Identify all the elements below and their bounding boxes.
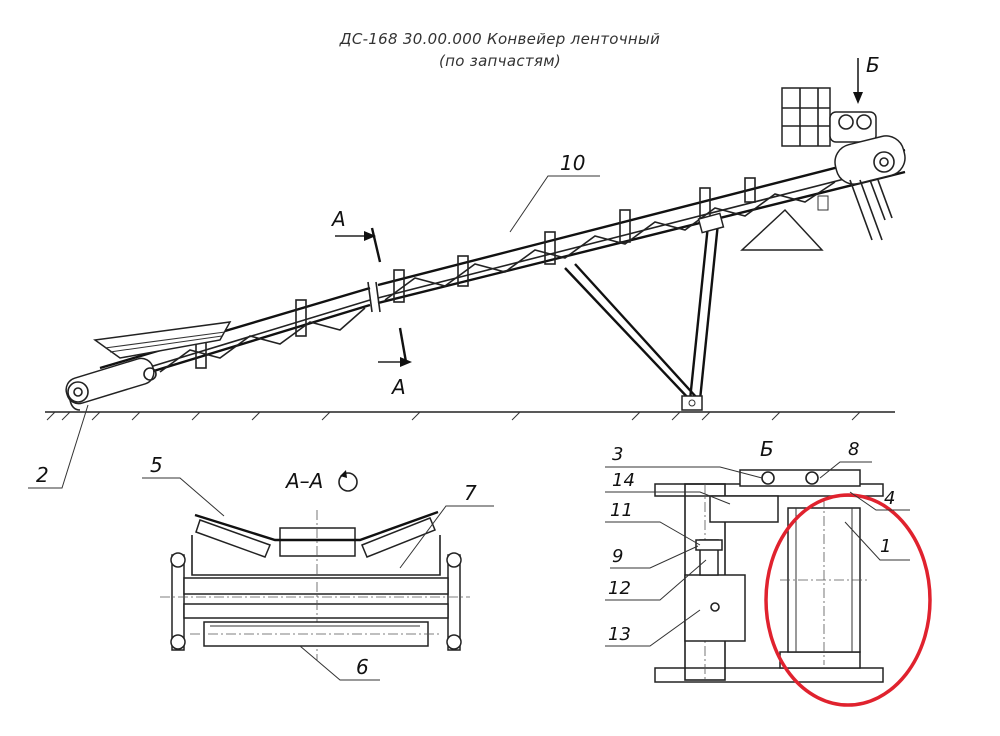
idler-left bbox=[195, 519, 271, 558]
idler-center bbox=[279, 527, 356, 557]
lower-beam bbox=[183, 603, 449, 619]
leader-10 bbox=[509, 175, 600, 233]
leader-5 bbox=[142, 477, 225, 517]
idler-right bbox=[361, 517, 436, 558]
gearbox bbox=[829, 111, 877, 143]
motor-13 bbox=[684, 574, 746, 642]
leader-3 bbox=[605, 466, 763, 479]
leader-7 bbox=[399, 505, 494, 569]
drive-frame bbox=[781, 87, 831, 147]
leader-4 bbox=[849, 491, 910, 511]
leader-1 bbox=[844, 521, 910, 561]
drawing-title: ДС-168 30.00.000 Конвейер ленточный bbox=[339, 30, 661, 48]
bottom-bearing-block bbox=[779, 651, 861, 669]
leader-12 bbox=[605, 559, 707, 601]
callout-14: 14 bbox=[612, 470, 635, 491]
callout-11: 11 bbox=[610, 500, 633, 521]
view-arrow-b bbox=[853, 58, 863, 104]
drawing-subtitle: (по запчастям) bbox=[438, 52, 561, 70]
tail-section bbox=[65, 357, 157, 411]
callout-10: 10 bbox=[560, 151, 585, 175]
belt-trough bbox=[194, 510, 439, 542]
head-drive-unit bbox=[781, 87, 906, 241]
leader-13 bbox=[605, 609, 701, 647]
top-bearing-block bbox=[739, 469, 861, 487]
view-b-title: Б bbox=[760, 437, 774, 461]
callout-4: 4 bbox=[884, 488, 895, 509]
loading-hopper bbox=[93, 321, 232, 359]
section-arrow-top bbox=[335, 227, 382, 263]
truss-break bbox=[367, 281, 381, 313]
callout-9: 9 bbox=[612, 546, 623, 567]
callout-8: 8 bbox=[848, 439, 859, 460]
view-b-label: Б bbox=[866, 53, 880, 77]
leader-14 bbox=[605, 491, 731, 505]
ground-hatching bbox=[46, 411, 861, 421]
view-b-detail: Б 3 8 14 4 1 bbox=[605, 437, 932, 707]
section-a-top-label: А bbox=[330, 207, 346, 231]
support-legs bbox=[564, 212, 725, 411]
section-arrow-bottom bbox=[378, 327, 412, 367]
leader-11 bbox=[605, 521, 701, 546]
callout-2: 2 bbox=[36, 463, 49, 487]
rotation-symbol bbox=[338, 472, 358, 492]
discharge-chute bbox=[740, 208, 824, 251]
fitting-9 bbox=[695, 539, 723, 551]
callout-7: 7 bbox=[464, 481, 477, 505]
conveyor-truss bbox=[74, 148, 906, 397]
upper-beam bbox=[183, 577, 449, 595]
bottom-plate bbox=[654, 667, 884, 683]
section-a-a-view: А–А 5 7 6 bbox=[142, 453, 494, 681]
idler-bracket bbox=[191, 535, 441, 576]
leader-6 bbox=[299, 645, 380, 681]
highlight-circle bbox=[764, 493, 932, 707]
leader-9 bbox=[610, 545, 699, 569]
conveyor-side-view: Б А А 10 2 bbox=[28, 53, 906, 489]
callout-3: 3 bbox=[612, 444, 623, 465]
section-a-a-title: А–А bbox=[284, 469, 323, 493]
callout-12: 12 bbox=[608, 578, 631, 599]
callout-1: 1 bbox=[880, 536, 891, 557]
callout-6: 6 bbox=[356, 655, 369, 679]
leader-8 bbox=[819, 461, 872, 479]
leader-2 bbox=[28, 404, 89, 489]
callout-13: 13 bbox=[608, 624, 631, 645]
leg-foot bbox=[681, 395, 703, 411]
section-a-bottom-label: А bbox=[390, 375, 406, 399]
callout-5: 5 bbox=[150, 453, 163, 477]
